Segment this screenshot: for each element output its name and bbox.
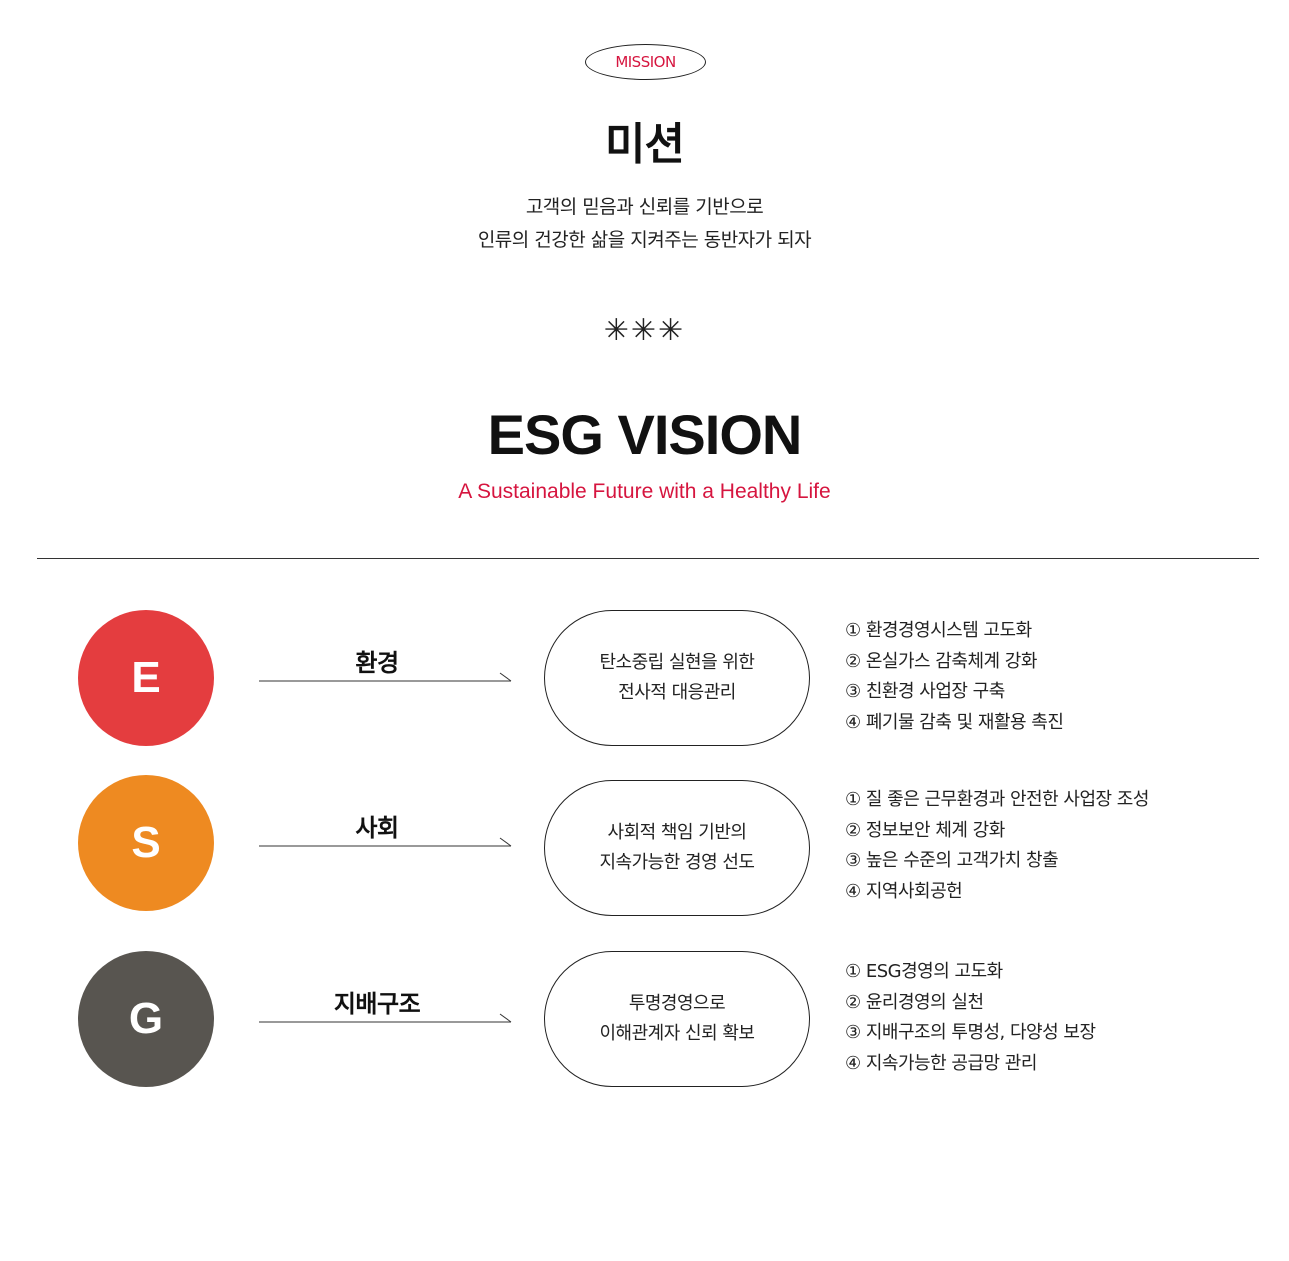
mission-line: 인류의 건강한 삶을 지켜주는 동반자가 되자 xyxy=(477,229,812,251)
mission-description: 고객의 믿음과 신뢰를 기반으로 인류의 건강한 삶을 지켜주는 동반자가 되자 xyxy=(0,191,1289,257)
list-item: ④ 지역사회공헌 xyxy=(845,880,963,902)
list-item: ④ 폐기물 감축 및 재활용 촉진 xyxy=(845,711,1064,733)
goal-line: 이해관계자 신뢰 확보 xyxy=(599,1023,755,1044)
list-item: ④ 지속가능한 공급망 관리 xyxy=(845,1052,1037,1074)
list-item: ① ESG경영의 고도화 xyxy=(845,961,1003,982)
social-circle: S xyxy=(78,775,214,911)
mission-line: 고객의 믿음과 신뢰를 기반으로 xyxy=(525,196,764,218)
list-item: ② 온실가스 감축체계 강화 xyxy=(845,650,1037,672)
list-item: ② 정보보안 체계 강화 xyxy=(845,819,1005,841)
arrow-right-icon xyxy=(259,837,512,847)
list-item: ③ 친환경 사업장 구축 xyxy=(845,681,1005,702)
governance-label: 지배구조 xyxy=(333,990,421,1018)
section-divider xyxy=(37,558,1259,559)
environment-items: ① 환경경영시스템 고도화 ② 온실가스 감축체계 강화 ③ 친환경 사업장 구… xyxy=(845,616,1064,738)
mission-badge: MISSION xyxy=(585,44,706,80)
arrow-right-icon xyxy=(259,1013,512,1023)
vision-subtitle: A Sustainable Future with a Healthy Life xyxy=(458,480,831,503)
list-item: ③ 지배구조의 투명성, 다양성 보장 xyxy=(845,1022,1096,1043)
vision-title: ESG VISION xyxy=(487,403,803,466)
esg-row-governance: G 지배구조 투명경영으로 이해관계자 신뢰 확보 ① ESG경영의 고도화 ②… xyxy=(0,951,1289,1091)
governance-items: ① ESG경영의 고도화 ② 윤리경영의 실천 ③ 지배구조의 투명성, 다양성… xyxy=(845,957,1096,1079)
list-item: ① 질 좋은 근무환경과 안전한 사업장 조성 xyxy=(845,789,1149,810)
goal-line: 지속가능한 경영 선도 xyxy=(599,852,755,873)
list-item: ② 윤리경영의 실천 xyxy=(845,991,984,1013)
esg-row-environment: E 환경 탄소중립 실현을 위한 전사적 대응관리 ① 환경경영시스템 고도화 … xyxy=(0,610,1289,750)
list-item: ① 환경경영시스템 고도화 xyxy=(845,620,1032,641)
environment-label: 환경 xyxy=(355,649,399,677)
asterisk-separator-icon: ✳✳✳ xyxy=(603,313,686,348)
mission-title: 미션 xyxy=(605,119,685,170)
goal-line: 투명경영으로 xyxy=(628,993,726,1014)
list-item: ③ 높은 수준의 고객가치 창출 xyxy=(845,850,1059,871)
social-goal: 사회적 책임 기반의 지속가능한 경영 선도 xyxy=(544,780,810,916)
social-label: 사회 xyxy=(355,814,399,842)
environment-goal: 탄소중립 실현을 위한 전사적 대응관리 xyxy=(544,610,810,746)
social-items: ① 질 좋은 근무환경과 안전한 사업장 조성 ② 정보보안 체계 강화 ③ 높… xyxy=(845,785,1149,907)
goal-line: 사회적 책임 기반의 xyxy=(607,822,747,843)
arrow-right-icon xyxy=(259,672,512,682)
goal-line: 전사적 대응관리 xyxy=(618,682,736,703)
governance-circle: G xyxy=(78,951,214,1087)
environment-circle: E xyxy=(78,610,214,746)
goal-line: 탄소중립 실현을 위한 xyxy=(599,652,755,673)
esg-row-social: S 사회 사회적 책임 기반의 지속가능한 경영 선도 ① 질 좋은 근무환경과… xyxy=(0,775,1289,916)
governance-goal: 투명경영으로 이해관계자 신뢰 확보 xyxy=(544,951,810,1087)
